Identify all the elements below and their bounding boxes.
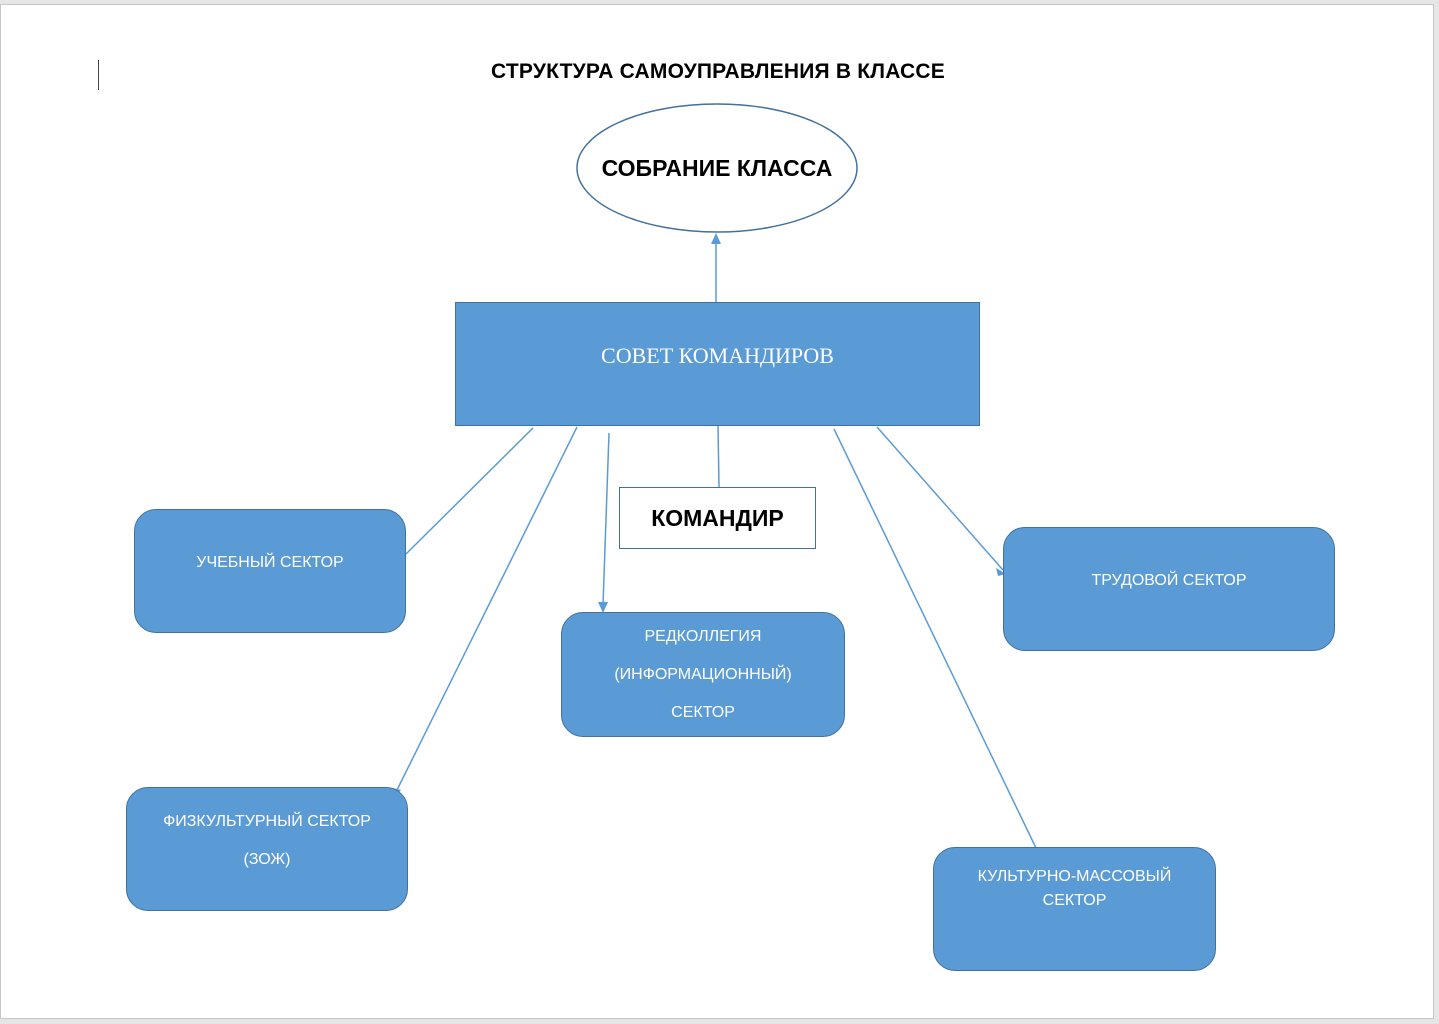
sector-editorial[interactable]: РЕДКОЛЛЕГИЯ (ИНФОРМАЦИОННЫЙ) СЕКТОР (561, 612, 845, 737)
assembly-ellipse[interactable] (576, 103, 858, 233)
sector-editorial-line2: (ИНФОРМАЦИОННЫЙ) (614, 665, 792, 683)
sector-labor[interactable]: ТРУДОВОЙ СЕКТОР (1003, 527, 1335, 651)
sector-cultural-line2: СЕКТОР (1042, 892, 1107, 909)
page-title: СТРУКТУРА САМОУПРАВЛЕНИЯ В КЛАССЕ (491, 60, 945, 83)
connector-council-to-editorial (602, 432, 610, 606)
sector-sports[interactable]: ФИЗКУЛЬТУРНЫЙ СЕКТОР (ЗОЖ) (126, 787, 408, 911)
connector-council-to-labor (876, 426, 1004, 571)
sector-cultural-line1: КУЛЬТУРНО-МАССОВЫЙ (977, 868, 1172, 885)
sector-study[interactable]: УЧЕБНЫЙ СЕКТОР (134, 509, 406, 633)
sector-labor-label: ТРУДОВОЙ СЕКТОР (1091, 572, 1247, 589)
assembly-label: СОБРАНИЕ КЛАССА (601, 154, 833, 181)
sector-sports-line1: ФИЗКУЛЬТУРНЫЙ СЕКТОР (163, 813, 371, 830)
sector-editorial-line3: СЕКТОР (671, 703, 735, 721)
connector-council-to-cultural (833, 428, 1037, 849)
sector-study-label: УЧЕБНЫЙ СЕКТОР (196, 554, 344, 571)
connector-council-to-commander (717, 425, 720, 488)
sector-sports-line2: (ЗОЖ) (243, 851, 291, 868)
arrowhead-assembly (711, 233, 721, 244)
text-cursor (98, 60, 99, 90)
commander-box[interactable]: КОМАНДИР (619, 487, 816, 549)
connector-council-to-study (405, 427, 534, 555)
sector-editorial-line1: РЕДКОЛЛЕГИЯ (644, 627, 762, 645)
commander-label: КОМАНДИР (651, 504, 784, 531)
connector-council-to-sports (395, 426, 578, 793)
arrowhead-editorial (598, 602, 608, 613)
council-label: СОВЕТ КОМАНДИРОВ (601, 343, 834, 368)
sector-cultural[interactable]: КУЛЬТУРНО-МАССОВЫЙ СЕКТОР (933, 847, 1216, 971)
council-box[interactable]: СОВЕТ КОМАНДИРОВ (455, 302, 980, 426)
